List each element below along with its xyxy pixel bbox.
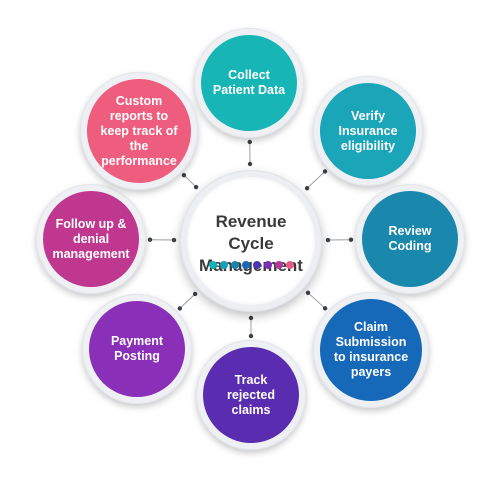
node-track-rejected-claims: Track rejected claims [196, 340, 306, 450]
center-dot [241, 261, 250, 269]
connector-dot [248, 315, 254, 321]
connector-dot [171, 237, 177, 243]
node-label: Track rejected claims [227, 372, 275, 417]
connector-dot [322, 306, 328, 311]
node-label: Custom reports to keep track of the perf… [100, 93, 178, 168]
connector-dot [304, 186, 310, 191]
connector-dot [147, 237, 153, 242]
center-dot [274, 261, 283, 269]
connector-dot [305, 290, 311, 295]
connector-dot [177, 306, 183, 311]
connector-dot [348, 237, 354, 242]
node-claim-submission: Claim Submission to insurance payers [313, 292, 429, 408]
connector-dot [248, 333, 254, 339]
center-hub: Revenue Cycle Management [180, 170, 322, 312]
connector-dot [325, 237, 331, 243]
center-dot [285, 261, 294, 269]
node-fill: Track rejected claims [203, 347, 299, 443]
node-fill: Custom reports to keep track of the perf… [87, 79, 191, 183]
connector-line [307, 292, 326, 309]
node-fill: Follow up & denial management [43, 191, 139, 287]
connector-dot [247, 161, 253, 167]
center-dot [263, 261, 272, 269]
node-fill: Collect Patient Data [201, 35, 297, 131]
connector-dot [322, 169, 328, 174]
center-dot [252, 261, 261, 269]
node-label: Collect Patient Data [212, 68, 286, 97]
connector-dot [247, 139, 252, 145]
node-label: Claim Submission to insurance payers [333, 320, 409, 379]
connector-line [179, 293, 196, 309]
node-verify-insurance: Verify Insurance eligibility [313, 76, 423, 186]
node-fill: Review Coding [362, 191, 458, 287]
node-follow-up-denial: Follow up & denial management [36, 184, 146, 294]
center-dots [187, 261, 315, 269]
node-custom-reports: Custom reports to keep track of the perf… [80, 72, 198, 190]
center-dot [208, 261, 217, 269]
connector-dot [192, 291, 198, 297]
connector-dot [193, 184, 199, 190]
center-title: Revenue Cycle Management [199, 212, 303, 275]
node-label: Follow up & denial management [52, 216, 130, 261]
node-fill: Payment Posting [89, 301, 185, 397]
connector-line [183, 174, 197, 188]
connector-dot [181, 172, 187, 178]
node-label: Review Coding [388, 224, 432, 253]
node-review-coding: Review Coding [355, 184, 465, 294]
center-dot [230, 261, 239, 269]
node-fill: Claim Submission to insurance payers [320, 299, 422, 401]
connector-line [306, 171, 326, 189]
node-payment-posting: Payment Posting [82, 294, 192, 404]
node-fill: Verify Insurance eligibility [320, 83, 416, 179]
node-collect-patient-data: Collect Patient Data [194, 28, 304, 138]
node-label: Verify Insurance eligibility [338, 108, 398, 153]
center-inner: Revenue Cycle Management [187, 177, 315, 305]
center-dot [219, 261, 228, 269]
node-label: Payment Posting [110, 334, 164, 363]
